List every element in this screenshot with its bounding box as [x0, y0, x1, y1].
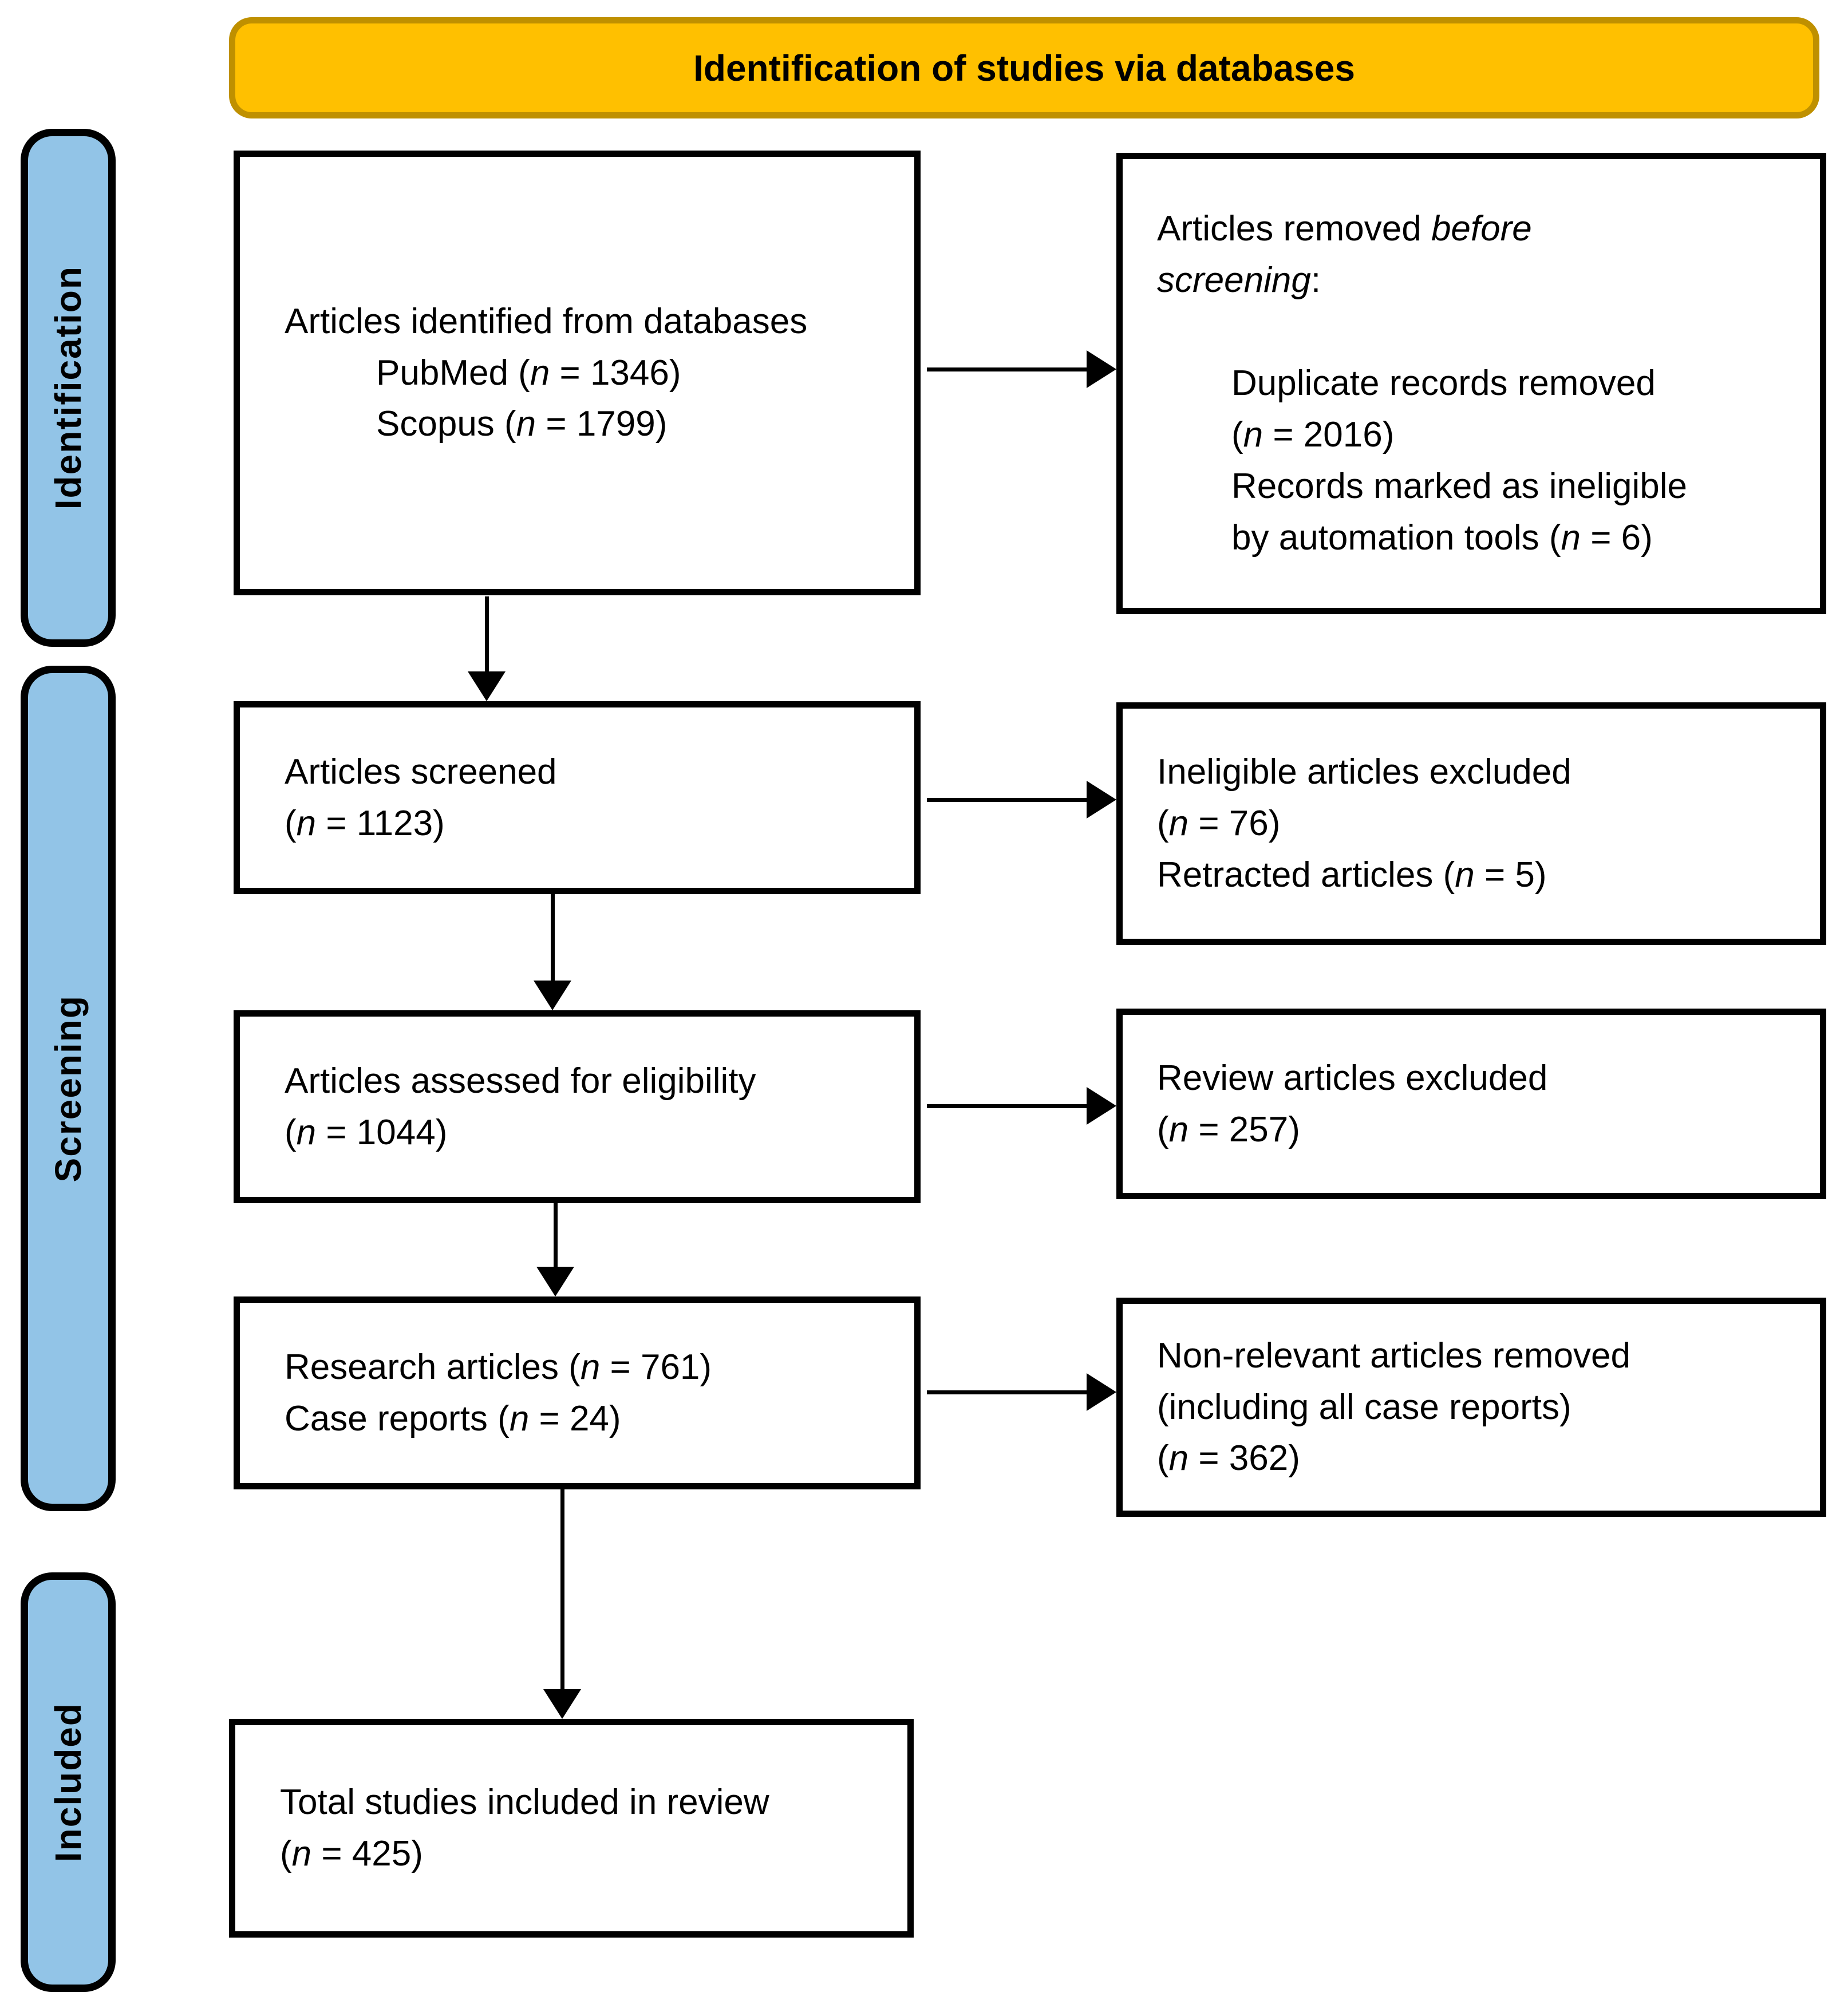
text-line: Articles assessed for eligibility — [285, 1061, 756, 1101]
arrow-head-down-icon — [534, 981, 571, 1010]
text-line: screening: — [1157, 260, 1321, 301]
arrow-research-to-nonrelevant — [927, 1373, 1116, 1411]
text-line: by automation tools (n = 6) — [1231, 517, 1653, 558]
arrow-line — [927, 798, 1087, 802]
phase-bar-screening: Screening — [21, 666, 116, 1511]
text-line: Articles screened — [285, 752, 557, 792]
text-line: Research articles (n = 761) — [285, 1347, 712, 1387]
box-ineligible-articles-excluded: Ineligible articles excluded (n = 76) Retr… — [1116, 702, 1826, 945]
arrow-line — [554, 1202, 558, 1267]
arrow-assessed-to-research — [536, 1202, 574, 1296]
text-line: Articles identified from databases — [285, 301, 808, 341]
phase-label-identification: Identification — [48, 266, 89, 510]
arrow-head-right-icon — [1087, 1373, 1116, 1411]
box-total-studies-included: Total studies included in review (n = 425… — [229, 1719, 914, 1938]
arrow-head-right-icon — [1087, 1087, 1116, 1125]
box-articles-removed-before-screening: Articles removed before screening: Duplic… — [1116, 153, 1826, 614]
text-line: (n = 2016) — [1231, 414, 1395, 454]
arrow-head-right-icon — [1087, 350, 1116, 388]
box-articles-screened: Articles screened (n = 1123) — [234, 701, 921, 894]
arrow-head-down-icon — [543, 1689, 581, 1719]
phase-bar-identification: Identification — [21, 129, 116, 647]
text-line: (n = 425) — [280, 1834, 423, 1873]
text-line: Articles removed before — [1157, 209, 1532, 249]
arrow-line — [927, 1390, 1087, 1394]
arrow-line — [927, 367, 1087, 371]
arrow-head-down-icon — [536, 1267, 574, 1296]
text-line: Review articles excluded — [1157, 1058, 1548, 1098]
text-line: Duplicate records removed — [1231, 363, 1656, 404]
arrow-line — [560, 1488, 564, 1689]
text-line: PubMed (n = 1346) — [376, 353, 681, 393]
arrow-line — [485, 596, 489, 671]
text-line: (including all case reports) — [1157, 1387, 1571, 1427]
box-nonrelevant-articles-removed: Non-relevant articles removed (including … — [1116, 1298, 1826, 1517]
text-line — [1157, 306, 1803, 358]
arrow-identified-to-removed — [927, 350, 1116, 388]
box-research-articles-case-reports: Research articles (n = 761) Case reports … — [234, 1296, 921, 1489]
phase-label-screening: Screening — [48, 994, 89, 1183]
text-line: (n = 76) — [1157, 804, 1281, 844]
text-line: (n = 362) — [1157, 1438, 1300, 1479]
arrow-head-down-icon — [468, 671, 506, 701]
arrow-head-right-icon — [1087, 781, 1116, 819]
arrow-assessed-to-review-excluded — [927, 1087, 1116, 1125]
text-line: Scopus (n = 1799) — [376, 404, 668, 444]
arrow-identified-to-screened — [468, 596, 506, 701]
text-line: Total studies included in review — [280, 1782, 769, 1823]
phase-bar-included: Included — [21, 1572, 116, 1992]
text-line: (n = 1123) — [285, 803, 445, 843]
phase-label-included: Included — [48, 1702, 89, 1863]
arrow-screened-to-ineligible — [927, 781, 1116, 819]
text-line: Records marked as ineligible — [1231, 466, 1688, 506]
arrow-screened-to-assessed — [534, 894, 571, 1010]
box-articles-assessed-for-eligibility: Articles assessed for eligibility (n = 10… — [234, 1010, 921, 1203]
text-line: (n = 1044) — [285, 1112, 448, 1152]
text-line: Retracted articles (n = 5) — [1157, 855, 1547, 895]
arrow-line — [927, 1104, 1087, 1108]
box-review-articles-excluded: Review articles excluded (n = 257) — [1116, 1009, 1826, 1199]
text-line: Non-relevant articles removed — [1157, 1335, 1631, 1375]
banner-identification-of-studies: Identification of studies via databases — [229, 17, 1819, 118]
text-line: Case reports (n = 24) — [285, 1398, 621, 1438]
arrow-line — [551, 894, 555, 981]
arrow-research-to-total — [543, 1488, 581, 1719]
banner-label: Identification of studies via databases — [693, 47, 1355, 89]
text-line: (n = 257) — [1157, 1109, 1300, 1149]
text-line: Ineligible articles excluded — [1157, 752, 1571, 792]
